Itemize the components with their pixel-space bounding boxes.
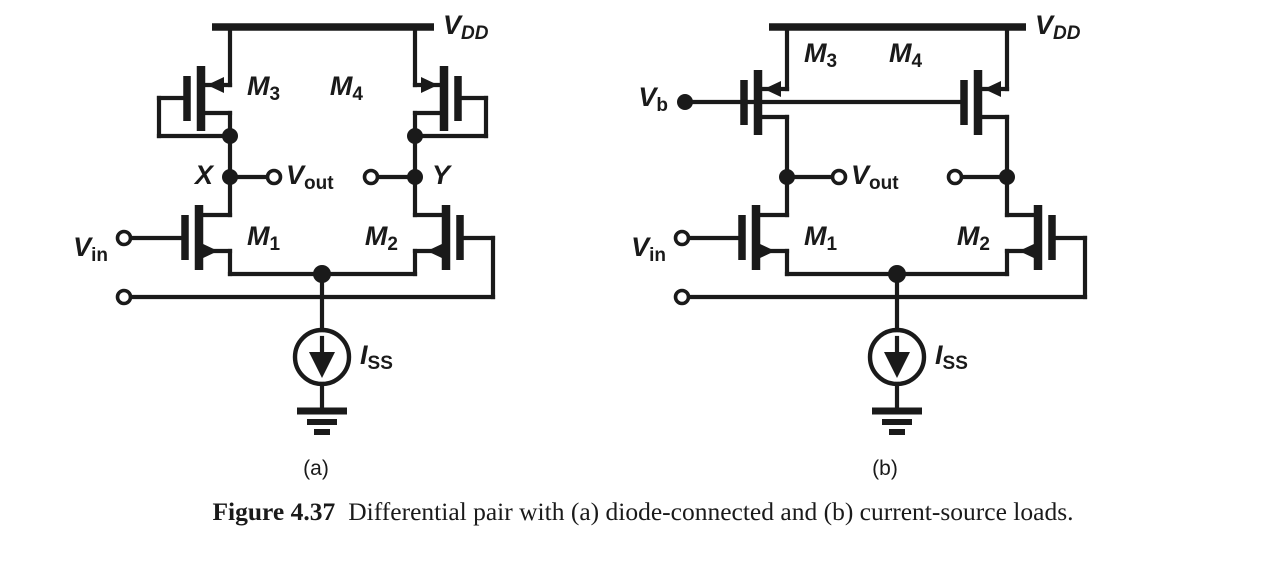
m1-source-arrow-b bbox=[758, 243, 775, 259]
bias-net-b: Vb bbox=[638, 82, 967, 116]
m4-label-a: M4 bbox=[330, 71, 364, 105]
transistor-m4-b: M4 bbox=[889, 24, 1010, 218]
transistor-m2-b: M2 bbox=[957, 205, 1088, 300]
figure-caption: Figure 4.37 Differential pair with (a) di… bbox=[0, 497, 1286, 527]
vout-left-terminal-a[interactable] bbox=[265, 168, 283, 186]
m4-label-b: M4 bbox=[889, 38, 923, 72]
output-net-b: Vout bbox=[779, 160, 1015, 194]
m4-source-arrow-b bbox=[984, 81, 1001, 97]
m2-source-arrow-b bbox=[1019, 243, 1036, 259]
m4-source-arrow-a bbox=[421, 77, 438, 93]
node-y-label-a: Y bbox=[432, 160, 453, 190]
vout-left-terminal-b[interactable] bbox=[830, 168, 848, 186]
vout-label-a: Vout bbox=[286, 160, 334, 194]
vin-positive-terminal-b[interactable] bbox=[673, 229, 691, 247]
vin-positive-terminal-a[interactable] bbox=[115, 229, 133, 247]
vb-label-b: Vb bbox=[638, 82, 668, 116]
vout-right-terminal-a[interactable] bbox=[362, 168, 380, 186]
node-x-label-a: X bbox=[193, 160, 215, 190]
vout-label-b: Vout bbox=[851, 160, 899, 194]
m2-source-arrow-a bbox=[427, 243, 444, 259]
tail-network-a bbox=[115, 265, 496, 333]
vdd-label-a: VDD bbox=[443, 10, 489, 44]
m1-label-b: M1 bbox=[804, 221, 838, 255]
output-net-a: X Y Vout bbox=[193, 133, 453, 218]
subcaption-b: (b) bbox=[872, 457, 898, 480]
m3-label-a: M3 bbox=[247, 71, 280, 105]
m1-label-a: M1 bbox=[247, 221, 281, 255]
m3-source-arrow-a bbox=[207, 77, 224, 93]
transistor-m4-a: M4 bbox=[330, 24, 489, 144]
figure-caption-label: Figure 4.37 bbox=[212, 497, 336, 526]
m3-label-b: M3 bbox=[804, 38, 837, 72]
vin-negative-terminal-b[interactable] bbox=[673, 288, 691, 306]
tail-network-b bbox=[673, 265, 1088, 333]
transistor-m3-a: M3 bbox=[156, 24, 280, 144]
subcaption-a: (a) bbox=[303, 457, 329, 480]
m3-source-arrow-b bbox=[764, 81, 781, 97]
transistor-m3-b: M3 bbox=[740, 24, 837, 218]
m2-label-a: M2 bbox=[365, 221, 398, 255]
iss-label-b: ISS bbox=[935, 340, 968, 374]
transistor-m1-b: M1 Vin bbox=[631, 205, 838, 277]
vdd-label-b: VDD bbox=[1035, 10, 1081, 44]
vb-terminal-b[interactable] bbox=[677, 94, 693, 110]
circuit-diagram-b: VDD M3 M4 Vb bbox=[631, 10, 1088, 435]
vin-label-a: Vin bbox=[73, 232, 108, 266]
iss-arrow-head-b bbox=[884, 352, 910, 378]
m1-source-arrow-a bbox=[201, 243, 218, 259]
iss-label-a: ISS bbox=[360, 340, 393, 374]
iss-arrow-head-a bbox=[309, 352, 335, 378]
current-source-iss-a: ISS bbox=[292, 327, 393, 435]
circuit-diagram-a: VDD M3 bbox=[73, 10, 496, 435]
vout-right-terminal-b[interactable] bbox=[946, 168, 964, 186]
current-source-iss-b: ISS bbox=[867, 327, 968, 435]
vin-negative-terminal-a[interactable] bbox=[115, 288, 133, 306]
figure-caption-text: Differential pair with (a) diode-connect… bbox=[348, 497, 1074, 526]
vin-label-b: Vin bbox=[631, 232, 666, 266]
m2-label-b: M2 bbox=[957, 221, 990, 255]
transistor-m1-a: M1 Vin bbox=[73, 205, 281, 277]
transistor-m2-a: M2 bbox=[365, 205, 496, 300]
